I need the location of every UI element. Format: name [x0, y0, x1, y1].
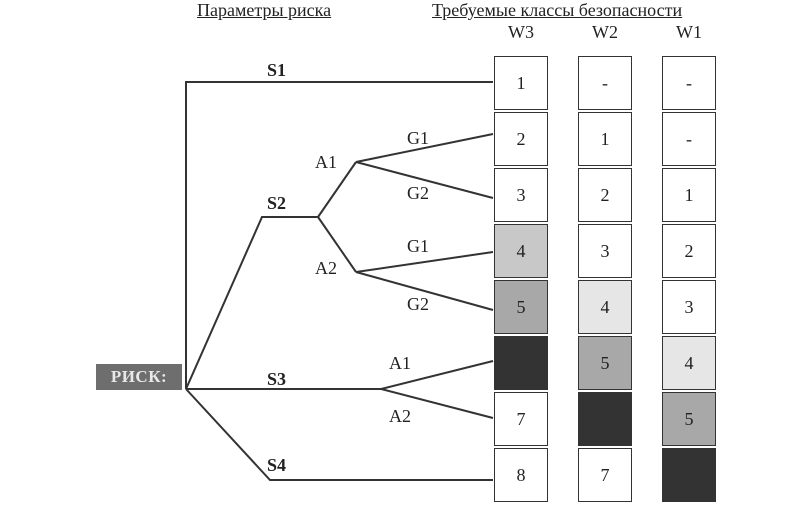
cell-w1-row-2: -: [662, 112, 716, 166]
branch-s2-a1: [317, 161, 357, 218]
cell-w1-row-8: [662, 448, 716, 502]
label-s1: S1: [267, 60, 287, 80]
label-s2-a1-g1: G1: [407, 128, 429, 148]
cell-w3-row-6: [494, 336, 548, 390]
cell-w2-row-1: -: [578, 56, 632, 110]
branch-s2-a2-g1: [355, 251, 494, 273]
cell-w1-row-4: 2: [662, 224, 716, 278]
branch-s3-a2: [380, 388, 494, 419]
label-s3: S3: [267, 369, 287, 389]
label-s2-a1-g2: G2: [407, 183, 429, 203]
cell-w3-row-1: 1: [494, 56, 548, 110]
branch-s2-a2-g2: [355, 271, 494, 311]
branch-s3-a1: [380, 360, 494, 390]
cell-w3-row-3: 3: [494, 168, 548, 222]
cell-w2-row-7: [578, 392, 632, 446]
cell-w1-row-7: 5: [662, 392, 716, 446]
risk-parameters-header: Параметры риска: [197, 0, 332, 20]
cell-w3-row-5: 5: [494, 280, 548, 334]
risk-label: РИСК:: [96, 364, 182, 390]
column-header-w3: W3: [508, 22, 534, 42]
cell-w2-row-6: 5: [578, 336, 632, 390]
column-header-w2: W2: [592, 22, 618, 42]
branch-s4: [185, 388, 493, 481]
cell-w3-row-4: 4: [494, 224, 548, 278]
label-s2-a2-g1: G1: [407, 236, 429, 256]
label-s2-a2-g2: G2: [407, 294, 429, 314]
column-header-w1: W1: [676, 22, 702, 42]
branch-s2-a1-g1: [355, 133, 494, 163]
cell-w2-row-5: 4: [578, 280, 632, 334]
cell-w3-row-8: 8: [494, 448, 548, 502]
label-s3-a1: A1: [389, 353, 411, 373]
safety-classes-header: Требуемые классы безопасности: [432, 0, 683, 20]
cell-w2-row-2: 1: [578, 112, 632, 166]
cell-w1-row-1: -: [662, 56, 716, 110]
branch-s2-a2: [317, 216, 357, 273]
branch-s2-a1-g2: [355, 161, 494, 199]
cell-w1-row-6: 4: [662, 336, 716, 390]
cell-w2-row-3: 2: [578, 168, 632, 222]
cell-w1-row-3: 1: [662, 168, 716, 222]
branch-s2: [185, 216, 318, 390]
label-s2: S2: [267, 193, 287, 213]
branch-s1: [185, 81, 493, 389]
cell-w3-row-7: 7: [494, 392, 548, 446]
cell-w3-row-2: 2: [494, 112, 548, 166]
cell-w1-row-5: 3: [662, 280, 716, 334]
label-s2-a1: A1: [315, 152, 337, 172]
label-s2-a2: A2: [315, 258, 337, 278]
cell-w2-row-8: 7: [578, 448, 632, 502]
cell-w2-row-4: 3: [578, 224, 632, 278]
label-s4: S4: [267, 455, 287, 475]
label-s3-a2: A2: [389, 406, 411, 426]
